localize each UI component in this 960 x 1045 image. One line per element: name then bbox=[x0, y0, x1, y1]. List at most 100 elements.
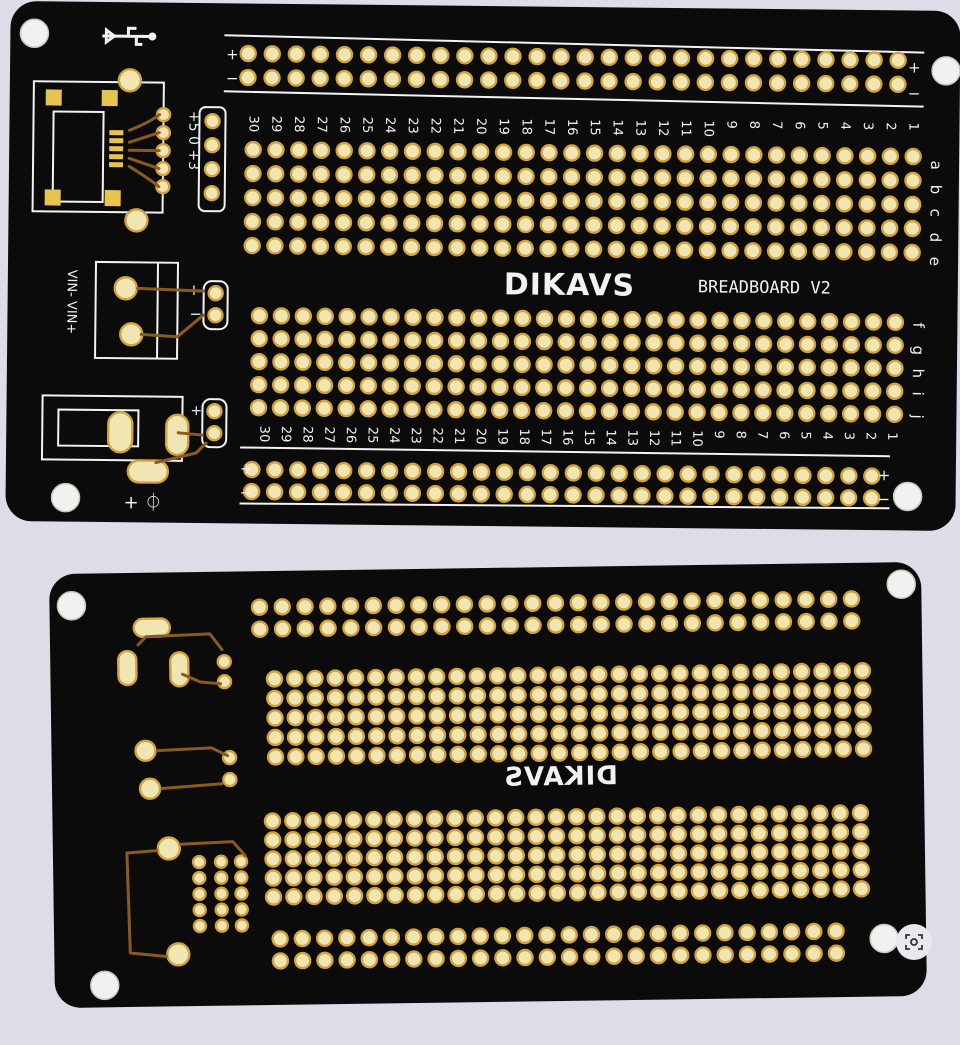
breadboard-pad bbox=[880, 219, 899, 237]
breadboard-pad bbox=[672, 742, 690, 761]
rail-pad bbox=[745, 50, 763, 68]
column-number-label: 14 bbox=[603, 429, 618, 446]
column-number-label: 25 bbox=[359, 117, 374, 134]
rail-pad bbox=[889, 51, 907, 70]
module-pin-pad bbox=[155, 178, 171, 195]
breadboard-pad bbox=[266, 189, 285, 207]
rail-pad bbox=[449, 485, 467, 503]
mounting-hole bbox=[892, 481, 923, 512]
breadboard-pad bbox=[631, 144, 649, 163]
rail-pad bbox=[576, 48, 594, 66]
column-number-label: 17 bbox=[538, 429, 553, 446]
lens-search-icon bbox=[905, 934, 923, 950]
breadboard-pad bbox=[611, 743, 629, 761]
breadboard-pad bbox=[513, 309, 532, 328]
usb-connector-outline bbox=[51, 110, 105, 204]
rail-pad bbox=[672, 49, 691, 67]
breadboard-pad bbox=[347, 688, 365, 707]
rail-pad bbox=[311, 69, 329, 87]
breadboard-pad bbox=[835, 195, 854, 213]
breadboard-pad bbox=[381, 377, 400, 395]
breadboard-pad bbox=[334, 237, 352, 256]
breadboard-pad bbox=[403, 166, 421, 184]
breadboard-pad bbox=[601, 333, 619, 352]
rail-pad bbox=[819, 590, 838, 608]
breadboard-pad bbox=[345, 868, 364, 886]
breadboard-pad bbox=[863, 405, 882, 423]
rail-pad bbox=[538, 948, 556, 966]
breadboard-pad bbox=[312, 213, 330, 231]
breadboard-pad bbox=[645, 334, 663, 352]
rail-pad bbox=[624, 72, 642, 91]
smd-pad bbox=[44, 189, 61, 206]
rail-pad bbox=[841, 51, 859, 69]
breadboard-pad bbox=[813, 146, 831, 165]
breadboard-pad bbox=[689, 825, 708, 843]
breadboard-pad bbox=[730, 824, 748, 843]
breadboard-pad bbox=[607, 240, 626, 259]
rail-pad bbox=[273, 598, 291, 616]
rail-pad bbox=[552, 72, 570, 90]
breadboard-pad bbox=[386, 867, 404, 886]
breadboard-pad bbox=[722, 145, 740, 164]
lens-search-button[interactable] bbox=[896, 924, 932, 960]
rail-pad bbox=[760, 945, 779, 963]
module-pin-pad bbox=[234, 886, 249, 901]
column-number-label: 9 bbox=[711, 430, 726, 438]
breadboard-pad bbox=[671, 684, 689, 702]
breadboard-pad bbox=[811, 842, 830, 861]
column-number-label: 13 bbox=[624, 429, 639, 446]
breadboard-pad bbox=[864, 336, 882, 354]
breadboard-pad bbox=[357, 214, 375, 232]
rail-pad bbox=[774, 613, 793, 631]
breadboard-pad bbox=[272, 353, 290, 371]
column-number-label: 30 bbox=[256, 426, 271, 443]
column-number-label: 17 bbox=[541, 119, 556, 136]
breadboard-pad bbox=[750, 805, 768, 823]
breadboard-pad bbox=[557, 356, 575, 374]
breadboard-pad bbox=[512, 401, 531, 420]
breadboard-pad bbox=[690, 863, 708, 881]
board-subtitle: BREADBOARD V2 bbox=[698, 277, 831, 298]
rail-pad bbox=[649, 946, 668, 965]
breadboard-pad bbox=[649, 863, 668, 882]
breadboard-pad bbox=[585, 144, 604, 162]
breadboard-pad bbox=[858, 219, 876, 237]
copper-trace bbox=[125, 840, 247, 959]
rail-pad bbox=[716, 946, 734, 964]
breadboard-pad bbox=[327, 747, 346, 765]
breadboard-pad bbox=[388, 727, 406, 745]
breadboard-pad bbox=[584, 240, 603, 258]
breadboard-pad bbox=[529, 705, 548, 723]
rail-border-line bbox=[239, 502, 890, 510]
breadboard-pad bbox=[771, 843, 789, 861]
rail-pad bbox=[359, 46, 378, 64]
jumper-outline bbox=[202, 280, 229, 331]
breadboard-pad bbox=[834, 740, 852, 758]
breadboard-pad bbox=[306, 689, 325, 707]
rail-pad bbox=[273, 620, 292, 638]
breadboard-pad bbox=[468, 686, 487, 705]
column-number-label: 21 bbox=[450, 118, 465, 135]
breadboard-pad bbox=[608, 845, 627, 863]
breadboard-pad bbox=[548, 884, 567, 902]
breadboard-pad bbox=[403, 354, 422, 372]
breadboard-pad bbox=[570, 705, 588, 723]
rail-pad bbox=[863, 467, 881, 485]
breadboard-pad bbox=[487, 866, 505, 884]
breadboard-pad bbox=[338, 330, 356, 349]
breadboard-pad bbox=[666, 403, 684, 421]
breadboard-pad bbox=[471, 215, 489, 233]
brand-logo-mirrored: DIKAVS bbox=[503, 761, 618, 793]
rail-pad bbox=[495, 485, 513, 503]
breadboard-pad bbox=[852, 880, 871, 898]
breadboard-pad bbox=[670, 882, 688, 901]
row-letter-label: b bbox=[927, 185, 945, 195]
breadboard-pad bbox=[425, 377, 443, 396]
breadboard-pad bbox=[568, 846, 586, 864]
breadboard-pad bbox=[448, 667, 466, 686]
breadboard-pad bbox=[733, 312, 751, 330]
breadboard-pad bbox=[347, 727, 366, 746]
breadboard-pad bbox=[691, 683, 710, 702]
column-number-label: 18 bbox=[516, 428, 531, 445]
